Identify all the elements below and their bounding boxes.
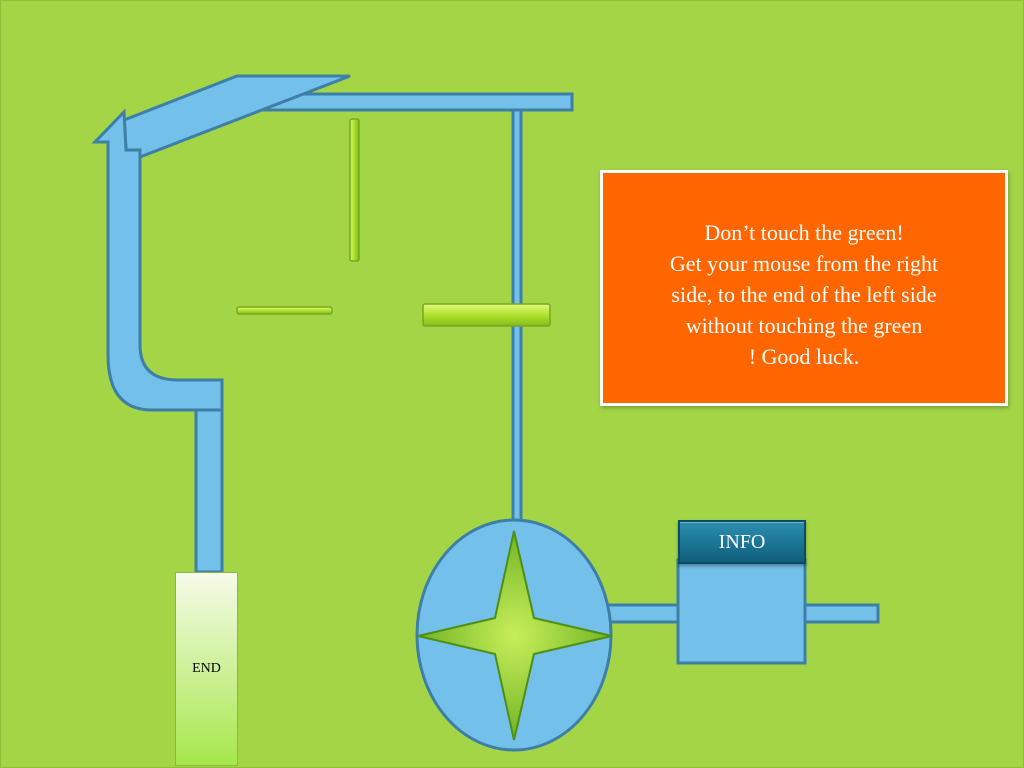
hazard-bar-thin [236, 306, 333, 315]
instruction-line-1: Don’t touch the green! [704, 220, 904, 245]
instruction-line-2: Get your mouse from the right [669, 251, 939, 276]
hazard-bar-wide [422, 303, 551, 327]
path-info-box[interactable] [676, 558, 807, 665]
end-zone[interactable]: END [175, 572, 238, 766]
end-label: END [192, 661, 221, 676]
path-curved-pipe[interactable] [91, 108, 224, 412]
instructions-panel: Don’t touch the green! Get your mouse fr… [600, 170, 1008, 406]
path-right-stub[interactable] [798, 603, 880, 624]
hazard-bars [236, 118, 551, 327]
instruction-line-5: ! Good luck. [748, 344, 860, 369]
four-point-star-icon [417, 530, 613, 741]
instruction-line-3: side, to the end of the left side [671, 282, 937, 307]
path-lower-pipe[interactable] [194, 408, 224, 574]
path-top-bar[interactable] [253, 92, 574, 112]
info-button[interactable]: INFO [678, 520, 806, 564]
path-box-connector[interactable] [603, 603, 685, 624]
instruction-line-4: without touching the green [685, 313, 923, 338]
hazard-bar-vertical [349, 118, 360, 262]
